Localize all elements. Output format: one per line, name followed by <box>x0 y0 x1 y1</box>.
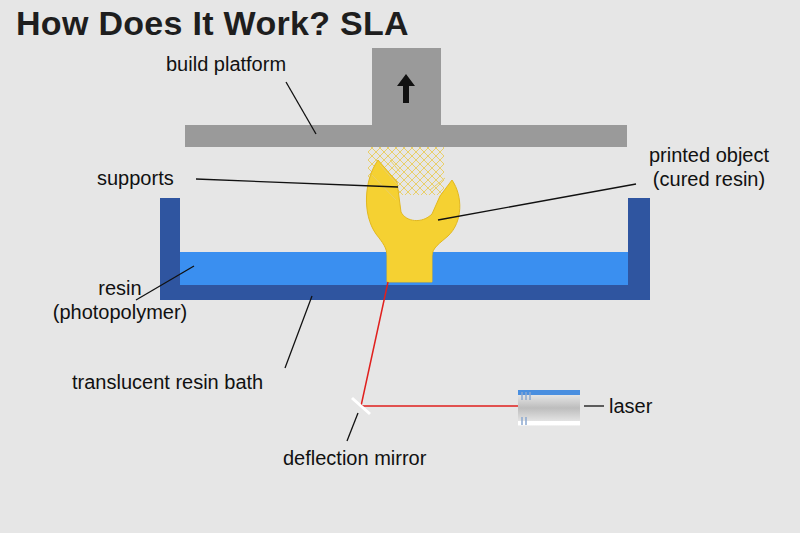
platform-plate <box>185 125 627 147</box>
printed-wrench <box>366 160 459 282</box>
resin-label: resin (photopolymer) <box>45 276 195 324</box>
up-arrow <box>397 74 415 103</box>
title: How Does It Work? SLA <box>16 4 409 43</box>
laser-stripe <box>518 390 580 395</box>
laser-stripe-bottom <box>518 421 580 425</box>
laser-beam <box>361 282 518 406</box>
resin <box>180 252 628 285</box>
laser-ribs <box>522 392 530 425</box>
object-label: printed object (cured resin) <box>634 143 784 191</box>
laser-body <box>518 390 580 426</box>
platform-stem <box>372 48 441 128</box>
deflection-mirror <box>352 398 370 414</box>
supports-label: supports <box>97 166 174 190</box>
mirror-label: deflection mirror <box>283 446 426 470</box>
wrench-in-resin <box>387 252 432 282</box>
bath-label: translucent resin bath <box>72 370 263 394</box>
support-lines-on-part <box>372 160 445 200</box>
laser-label: laser <box>609 394 652 418</box>
platform-label: build platform <box>166 52 286 76</box>
